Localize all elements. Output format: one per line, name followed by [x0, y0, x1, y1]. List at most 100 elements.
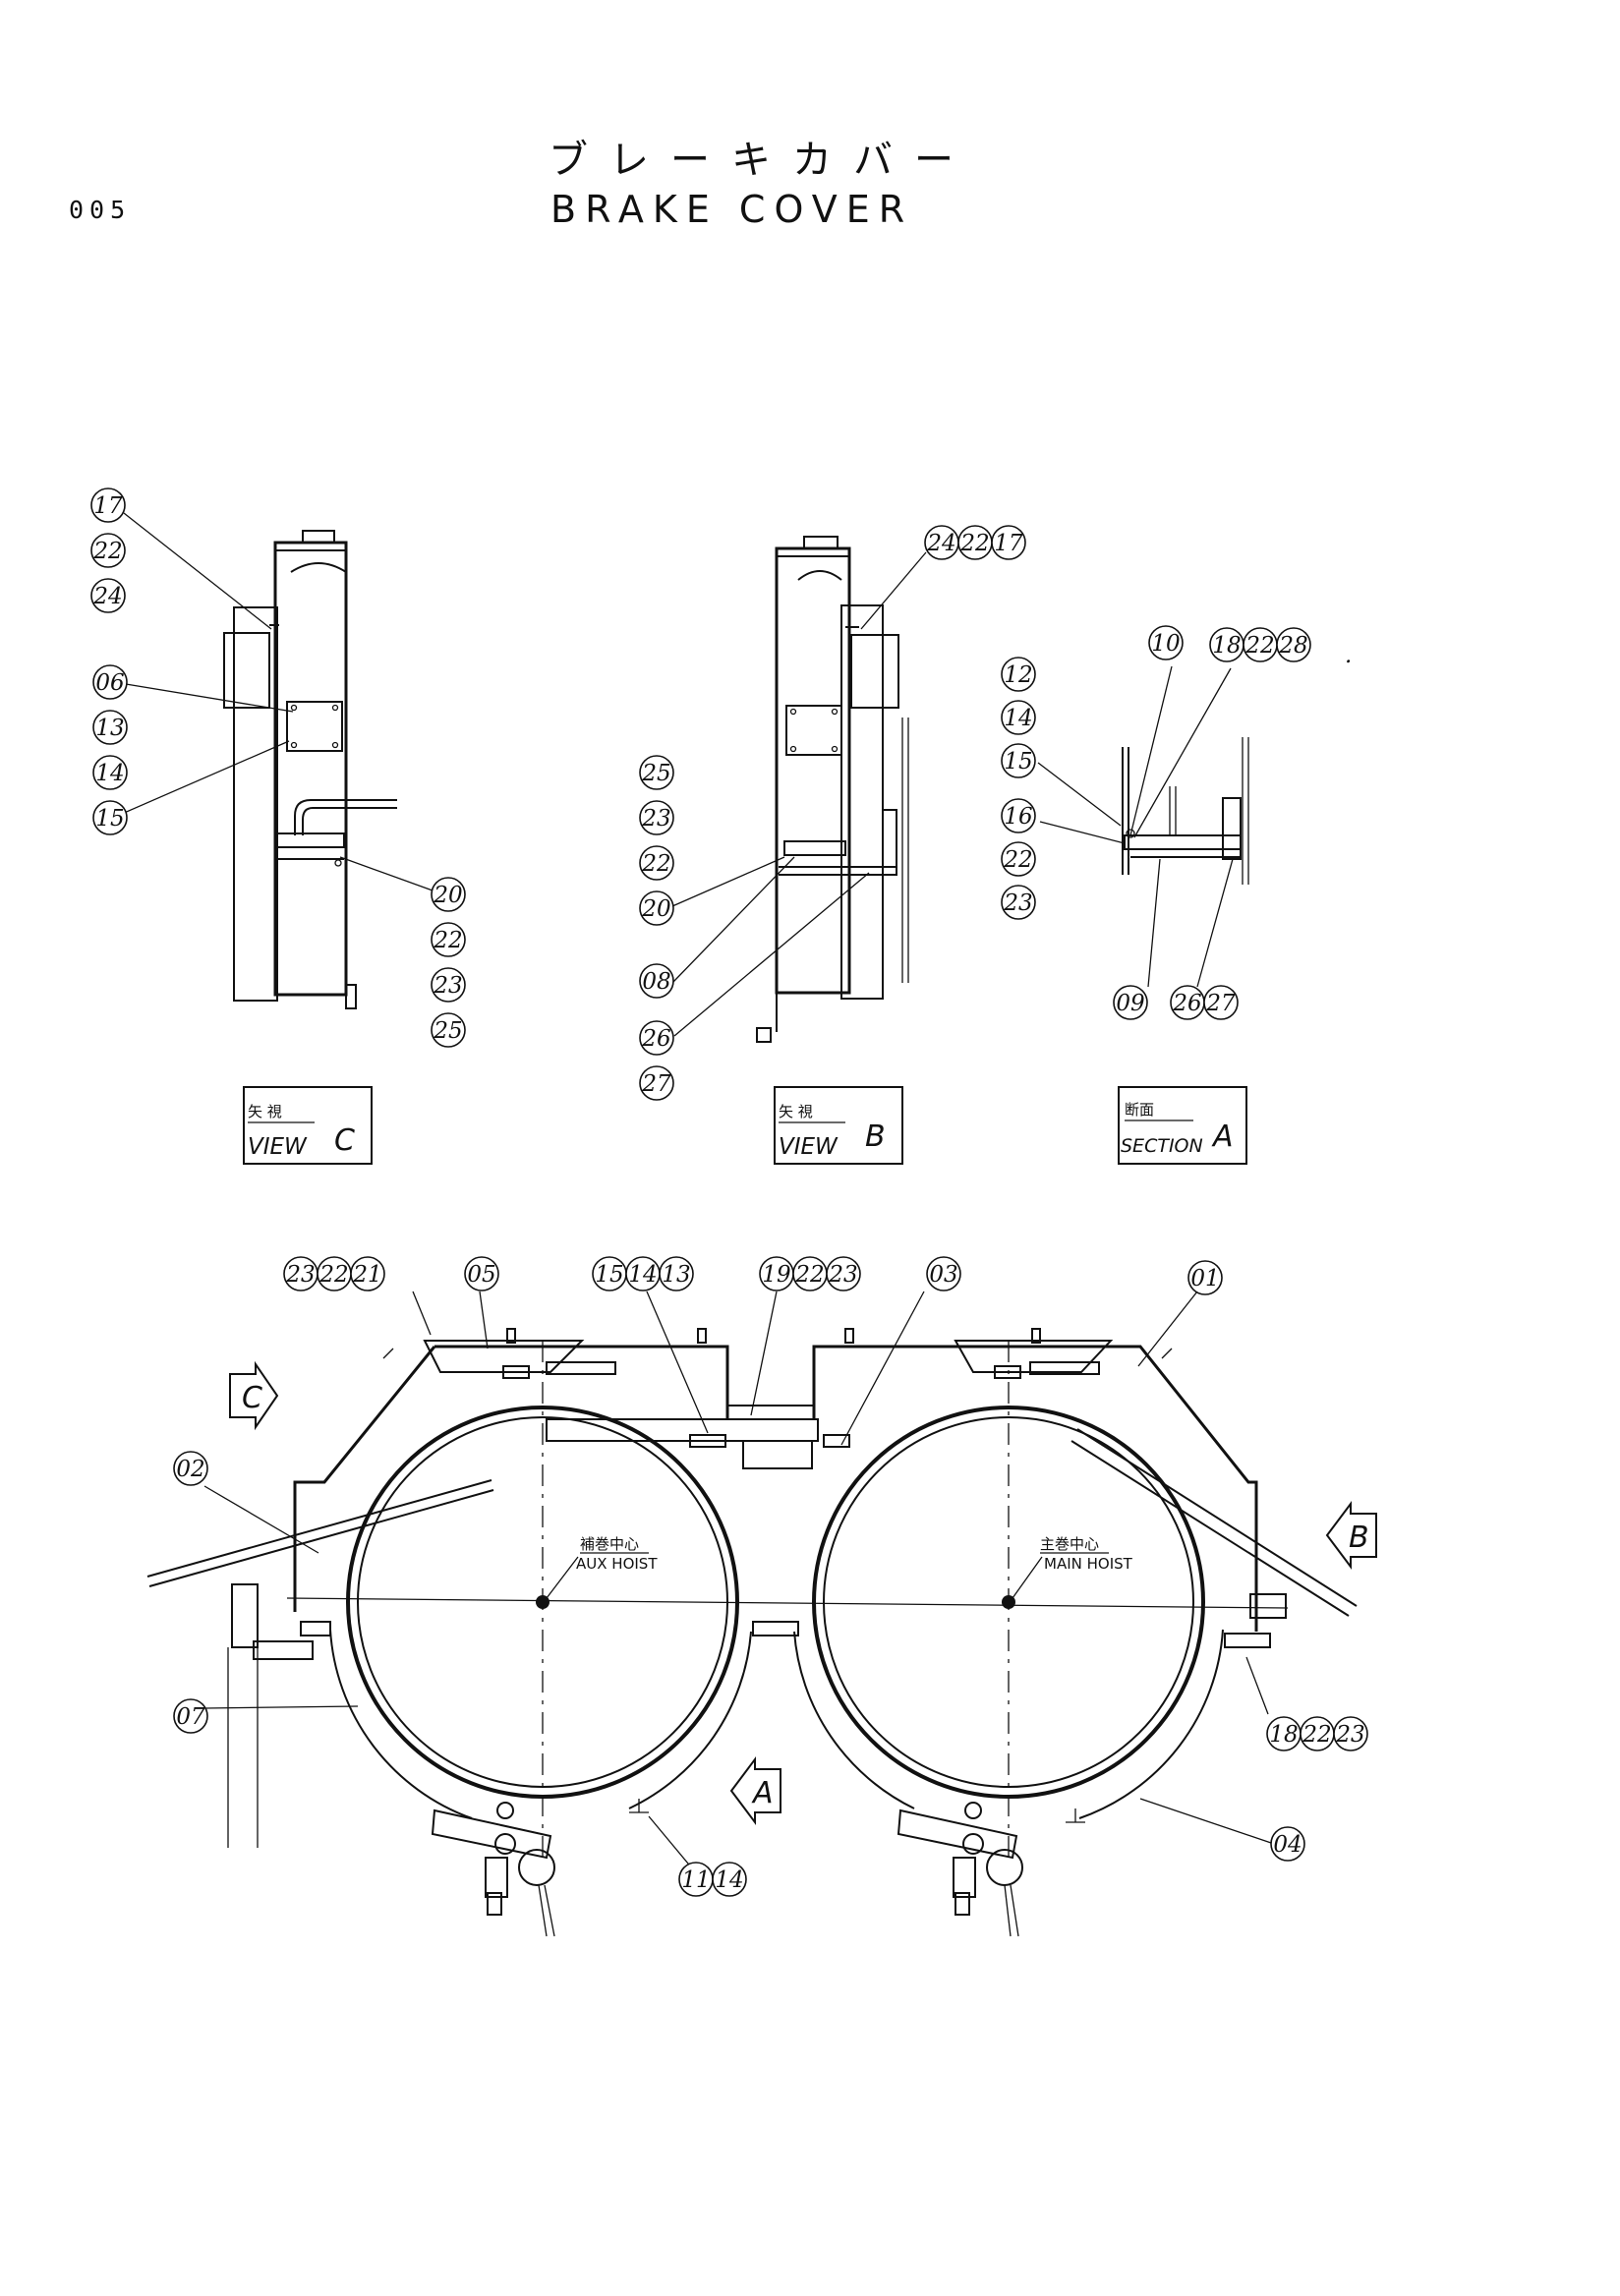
callout-circle: [1270, 1826, 1305, 1862]
view-b-label: 矢 視 VIEW B: [774, 1086, 903, 1165]
callout-circle: [90, 533, 126, 568]
callout-circle: [431, 922, 466, 957]
callout-number: 14: [1004, 706, 1032, 731]
view-c-letter: C: [334, 1123, 355, 1158]
callout-number: 26: [1172, 991, 1201, 1016]
callout-number: 19: [762, 1262, 790, 1288]
callout-m10-11: 11: [678, 1862, 714, 1897]
callout-m5-03: 03: [926, 1256, 961, 1292]
callout-circle: [1333, 1716, 1368, 1751]
callout-s1-10: 10: [1148, 625, 1184, 660]
callout-number: 22: [794, 1262, 824, 1288]
callout-circle: [464, 1256, 499, 1292]
callout-s2-22: 22: [1243, 627, 1278, 662]
callout-b1-22: 22: [957, 525, 993, 560]
callout-number: 23: [285, 1262, 315, 1288]
callout-number: 17: [93, 493, 123, 519]
callout-number: 22: [433, 928, 462, 953]
page-number: 005: [69, 196, 131, 224]
callout-circle: [92, 800, 128, 835]
callout-s6-26: 26: [1170, 985, 1205, 1020]
section-a-letter: A: [1211, 1119, 1234, 1154]
callout-c2-15: 15: [92, 800, 128, 835]
callout-number: 22: [959, 531, 989, 556]
callout-number: 09: [1116, 991, 1144, 1016]
view-c-label: 矢 視 VIEW C: [243, 1086, 373, 1165]
callout-number: 14: [95, 761, 124, 786]
callout-circle: [991, 525, 1026, 560]
callout-circle: [639, 755, 674, 790]
callout-number: 10: [1151, 631, 1180, 657]
callout-s6-27: 27: [1203, 985, 1239, 1020]
callout-number: 15: [595, 1262, 623, 1288]
callout-number: 06: [95, 670, 124, 696]
callout-c1-24: 24: [90, 578, 126, 613]
callout-circle: [826, 1256, 861, 1292]
callout-number: 17: [994, 531, 1023, 556]
main-hoist-label-en: MAIN HOIST: [1044, 1555, 1133, 1573]
callout-c3-22: 22: [431, 922, 466, 957]
callout-number: 02: [176, 1457, 204, 1482]
callout-number: 22: [641, 851, 670, 877]
callout-m6-01: 01: [1187, 1260, 1223, 1295]
callout-c1-17: 17: [90, 488, 126, 523]
callout-circle: [926, 1256, 961, 1292]
callout-number: 23: [433, 973, 462, 999]
leader-lines: [121, 512, 1275, 1876]
callout-number: 23: [1003, 890, 1032, 916]
main-hoist-label-jp: 主巻中心: [1040, 1535, 1099, 1553]
callout-circle: [1001, 798, 1036, 833]
aux-hoist-label-jp: 補巻中心: [580, 1535, 639, 1553]
callout-m3-14: 14: [625, 1256, 661, 1292]
callout-number: 14: [628, 1262, 657, 1288]
callout-c2-06: 06: [92, 664, 128, 700]
callout-m1-22: 22: [317, 1256, 352, 1292]
view-b-letter: B: [865, 1119, 886, 1154]
callout-m1-23: 23: [283, 1256, 318, 1292]
callout-number: 13: [95, 716, 124, 741]
callout-m4-22: 22: [792, 1256, 828, 1292]
callout-m2-05: 05: [464, 1256, 499, 1292]
callout-circle: [92, 664, 128, 700]
callout-m1-21: 21: [350, 1256, 385, 1292]
callout-circle: [639, 1065, 674, 1101]
callout-number: 22: [1003, 847, 1032, 873]
callout-m11-04: 04: [1270, 1826, 1305, 1862]
callout-number: 22: [1302, 1722, 1331, 1748]
section-a-drawing: [1122, 737, 1249, 885]
callout-b2-23: 23: [639, 800, 674, 835]
callout-m4-19: 19: [759, 1256, 794, 1292]
callout-number: 07: [176, 1704, 205, 1730]
view-c-label-jp: 矢 視: [248, 1103, 282, 1120]
callout-s3-12: 12: [1001, 657, 1036, 692]
view-c-drawing: [223, 530, 397, 1009]
callout-circle: [431, 967, 466, 1003]
callout-number: 03: [929, 1262, 957, 1288]
callout-number: 11: [681, 1867, 710, 1893]
callout-circle: [90, 488, 126, 523]
callout-circle: [1148, 625, 1184, 660]
main-hoist-label: 主巻中心 MAIN HOIST: [1012, 1535, 1133, 1599]
callout-circle: [173, 1698, 208, 1734]
callout-circle: [1276, 627, 1311, 662]
callout-b2-25: 25: [639, 755, 674, 790]
callout-circle: [659, 1256, 694, 1292]
callout-circle: [1113, 985, 1148, 1020]
view-b-drawing: [756, 536, 909, 1043]
callout-number: 04: [1273, 1832, 1302, 1858]
callout-circle: [350, 1256, 385, 1292]
callout-number: 23: [641, 806, 670, 832]
callout-number: 15: [95, 806, 124, 832]
callout-circle: [639, 963, 674, 999]
callout-s4-16: 16: [1001, 798, 1036, 833]
trailing-mark: .: [1345, 643, 1352, 668]
callout-number: 24: [926, 531, 955, 556]
callout-circle: [173, 1451, 208, 1486]
callout-number: 21: [352, 1262, 381, 1288]
callout-circle: [639, 845, 674, 881]
callout-circle: [712, 1862, 747, 1897]
callout-m3-15: 15: [592, 1256, 627, 1292]
arrow-a-icon: A: [729, 1756, 781, 1825]
callout-s4-22: 22: [1001, 841, 1036, 877]
callout-number: 14: [715, 1867, 743, 1893]
